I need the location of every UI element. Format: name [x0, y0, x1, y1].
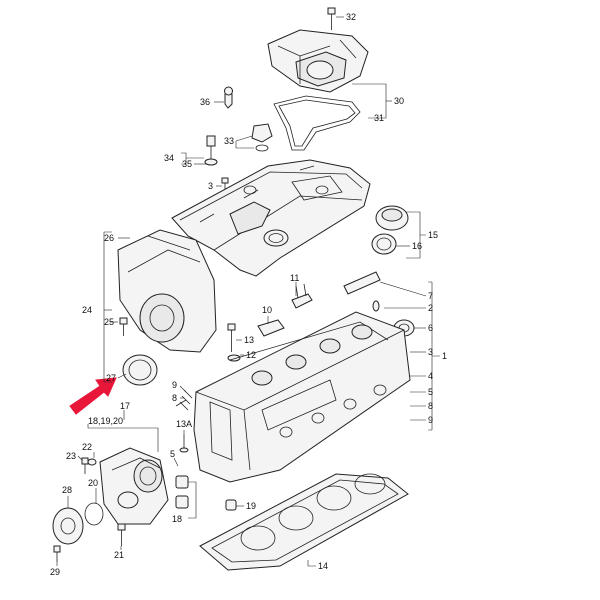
- callout-13: 13: [244, 335, 254, 345]
- callout-22: 22: [82, 442, 92, 452]
- callout-18: 18: [172, 514, 182, 524]
- callout-14: 14: [318, 561, 328, 571]
- valve-34: [204, 135, 218, 166]
- oil-separator-assembly: [267, 29, 369, 93]
- callout-26: 26: [104, 233, 114, 243]
- sensor-36: [224, 86, 233, 109]
- callout-19: 19: [246, 501, 256, 511]
- flange-28: [52, 507, 84, 545]
- callout-24: 24: [82, 305, 92, 315]
- callout-21: 21: [114, 550, 124, 560]
- callout-17: 17: [120, 401, 130, 411]
- callout-4: 4: [428, 371, 433, 381]
- callout-30: 30: [394, 96, 404, 106]
- callout-3-right: 3: [428, 347, 433, 357]
- part-33: [251, 123, 273, 152]
- sleeves-5-18: [175, 475, 189, 509]
- stud-13a: [179, 434, 189, 453]
- callout-16: 16: [412, 241, 422, 251]
- bolt-29: [53, 545, 61, 562]
- callout-8-left: 8: [172, 393, 177, 403]
- callout-34: 34: [164, 153, 174, 163]
- callout-labels: 32 30 31 36 33 34 35 3 26 15 16 11 7 2 1…: [50, 12, 447, 577]
- bolt-23: [81, 457, 89, 474]
- callout-5-right: 5: [428, 387, 433, 397]
- gasket-31: [273, 95, 361, 151]
- studs-8-9: [175, 389, 193, 411]
- bolt-21: [117, 523, 126, 546]
- cylinder-head-cover: [171, 159, 371, 277]
- callout-33: 33: [224, 136, 234, 146]
- callout-12: 12: [246, 350, 256, 360]
- callout-28: 28: [62, 485, 72, 495]
- cylinder-head: [193, 311, 411, 483]
- callout-9-left: 9: [172, 380, 177, 390]
- callout-1: 1: [442, 351, 447, 361]
- callout-9-right: 9: [428, 415, 433, 425]
- callout-32: 32: [346, 12, 356, 22]
- callout-5-lower: 5: [170, 449, 175, 459]
- timing-cover: [117, 229, 217, 353]
- oil-filler-cap-16: [371, 205, 409, 255]
- callout-6: 6: [428, 323, 433, 333]
- callout-7: 7: [428, 291, 433, 301]
- bolt-32: [327, 7, 336, 30]
- bolt-22: [87, 458, 97, 466]
- bolt-13: [227, 323, 236, 352]
- highlight-arrow: [69, 377, 117, 415]
- callout-35: 35: [182, 159, 192, 169]
- callout-27: 27: [106, 373, 116, 383]
- callout-11: 11: [290, 273, 299, 283]
- callout-10: 10: [262, 305, 272, 315]
- callout-23: 23: [66, 451, 76, 461]
- plug-19: [225, 499, 237, 511]
- callout-8-right: 8: [428, 401, 433, 411]
- pump-17: [99, 447, 169, 525]
- part-11: [291, 283, 313, 309]
- callout-2: 2: [428, 303, 433, 313]
- callout-20: 20: [88, 478, 98, 488]
- callout-36: 36: [200, 97, 210, 107]
- leader-lines: [56, 16, 440, 567]
- callout-31: 31: [374, 113, 384, 123]
- head-gasket-14: [199, 473, 409, 571]
- callout-29: 29: [50, 567, 60, 577]
- seal-ring-27: [122, 354, 158, 386]
- pin-2: [372, 300, 380, 312]
- callout-13a: 13A: [176, 419, 192, 429]
- callout-18-19-20: 18,19,20: [88, 416, 123, 426]
- callout-15: 15: [428, 230, 438, 240]
- bolt-25: [119, 317, 128, 336]
- plug-7: [343, 271, 381, 295]
- o-ring-20: [84, 502, 104, 526]
- callout-25: 25: [104, 317, 114, 327]
- seal-10: [257, 319, 285, 337]
- callout-3-top: 3: [208, 181, 213, 191]
